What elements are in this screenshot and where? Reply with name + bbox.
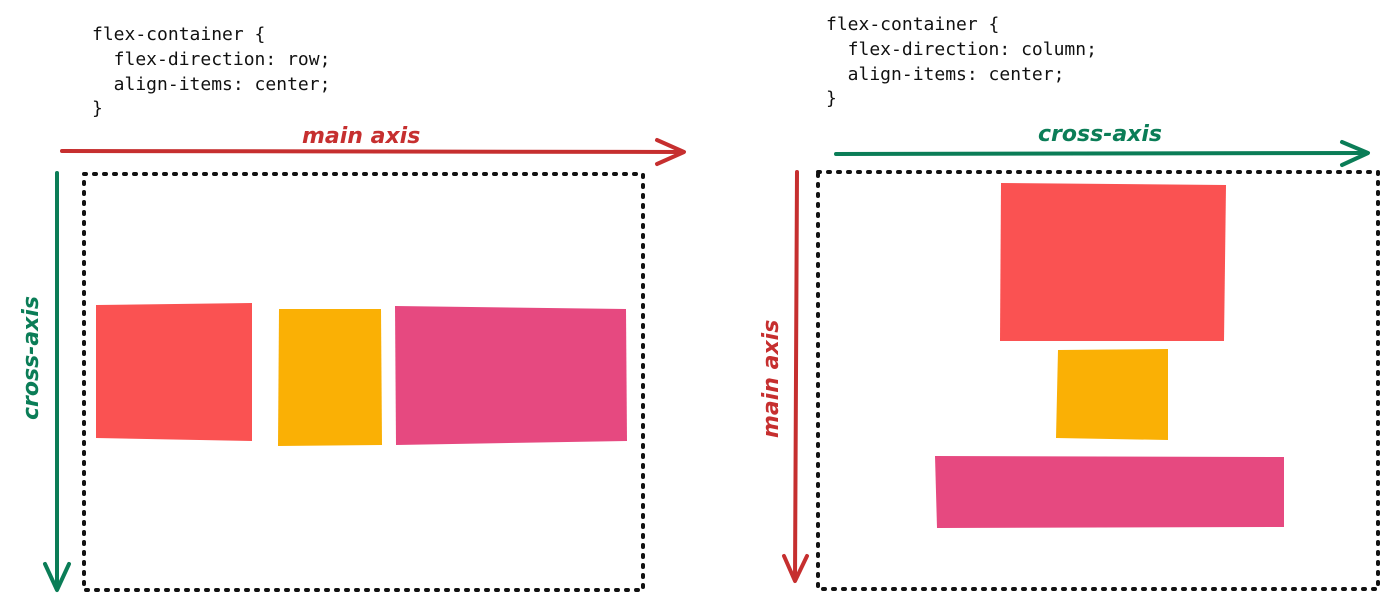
left-main-axis-arrow — [60, 138, 686, 166]
right-flex-container — [816, 170, 1380, 591]
left-panel: flex-container { flex-direction: row; al… — [19, 24, 686, 592]
right-cross-axis-arrow — [834, 140, 1370, 167]
left-flex-container — [82, 172, 645, 592]
left-cross-axis-label: cross-axis — [19, 296, 44, 420]
right-main-axis-label: main axis — [759, 320, 784, 438]
right-code-line-1: flex-container { — [826, 14, 999, 35]
right-code-line-2: flex-direction: column; — [826, 39, 1097, 60]
right-item-yellow — [1056, 349, 1168, 440]
left-code-line-2: flex-direction: row; — [92, 49, 330, 70]
right-code-line-4: } — [826, 88, 837, 109]
right-cross-axis-label: cross-axis — [1038, 122, 1162, 147]
left-code-line-1: flex-container { — [92, 24, 265, 45]
right-panel: flex-container { flex-direction: column;… — [759, 14, 1380, 591]
left-cross-axis-arrow — [43, 171, 71, 592]
right-item-pink — [935, 456, 1284, 528]
left-code-line-3: align-items: center; — [92, 74, 330, 95]
left-item-red — [96, 303, 252, 441]
right-item-red — [1000, 183, 1226, 341]
left-item-pink — [395, 306, 627, 445]
right-code-line-3: align-items: center; — [826, 64, 1064, 85]
left-code-line-4: } — [92, 98, 103, 119]
left-item-yellow — [278, 309, 382, 446]
right-main-axis-arrow — [782, 170, 809, 583]
left-main-axis-label: main axis — [302, 124, 420, 149]
